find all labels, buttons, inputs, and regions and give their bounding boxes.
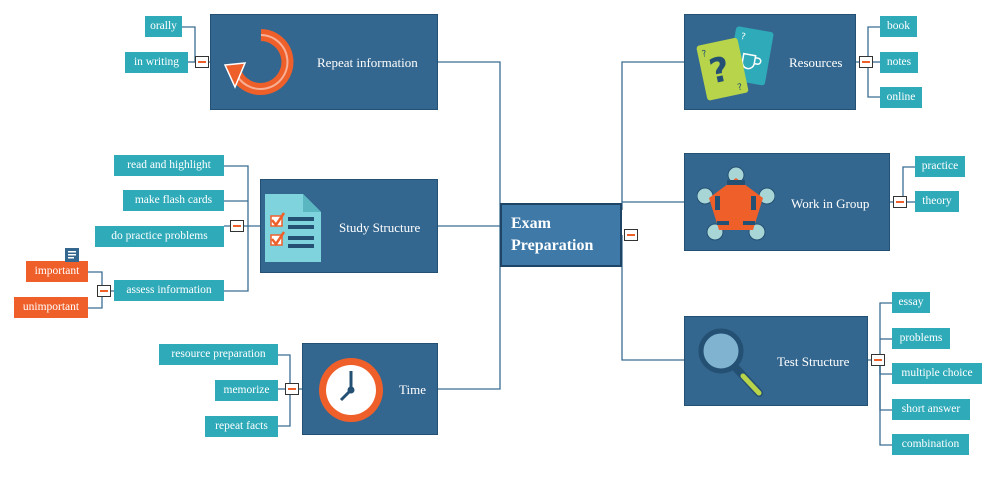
topic-resources[interactable]: ? ? ? ? Resources — [684, 14, 856, 110]
leaf-orally[interactable]: orally — [145, 16, 182, 37]
central-title-line2: Preparation — [511, 237, 594, 254]
leaf-essay[interactable]: essay — [892, 292, 930, 313]
leaf-notes[interactable]: notes — [880, 52, 918, 73]
checklist-icon — [265, 194, 321, 262]
leaf-resource-preparation[interactable]: resource preparation — [159, 344, 278, 365]
topic-label: Time — [399, 382, 426, 397]
topic-work-in-group[interactable]: Work in Group — [684, 153, 890, 251]
group-table-icon — [697, 166, 775, 241]
topic-label: Test Structure — [777, 354, 850, 369]
leaf-multiple-choice[interactable]: multiple choice — [892, 363, 982, 384]
collapse-repeat-toggle[interactable] — [195, 56, 209, 68]
leaf-online[interactable]: online — [880, 87, 922, 108]
svg-text:?: ? — [737, 82, 744, 93]
leaf-assess-information[interactable]: assess information — [114, 280, 224, 301]
leaf-in-writing[interactable]: in writing — [125, 52, 188, 73]
leaf-make-flash-cards[interactable]: make flash cards — [123, 190, 224, 211]
collapse-central-toggle[interactable] — [624, 229, 638, 241]
magnifier-icon — [698, 328, 763, 397]
svg-text:?: ? — [740, 32, 747, 43]
leaf-unimportant[interactable]: unimportant — [14, 297, 88, 318]
cards-icon: ? ? ? ? — [696, 26, 774, 101]
leaf-practice[interactable]: practice — [915, 156, 965, 177]
svg-text:?: ? — [701, 49, 708, 60]
leaf-memorize[interactable]: memorize — [215, 380, 278, 401]
collapse-test-toggle[interactable] — [871, 354, 885, 366]
leaf-combination[interactable]: combination — [892, 434, 969, 455]
topic-test-structure[interactable]: Test Structure — [684, 316, 868, 406]
central-title-line1: Exam — [511, 215, 551, 232]
topic-label: Study Structure — [339, 220, 421, 235]
clock-icon — [319, 358, 383, 422]
collapse-resources-toggle[interactable] — [859, 56, 873, 68]
leaf-do-practice-problems[interactable]: do practice problems — [95, 226, 224, 247]
collapse-assess-toggle[interactable] — [97, 285, 111, 297]
topic-repeat-information[interactable]: Repeat information — [210, 14, 438, 110]
leaf-theory[interactable]: theory — [915, 191, 959, 212]
leaf-problems[interactable]: problems — [892, 328, 950, 349]
collapse-study-toggle[interactable] — [230, 220, 244, 232]
refresh-icon — [223, 29, 294, 95]
collapse-group-toggle[interactable] — [893, 196, 907, 208]
topic-label: Work in Group — [791, 196, 870, 211]
central-topic-exam-preparation[interactable]: Exam Preparation — [500, 203, 622, 267]
leaf-read-and-highlight[interactable]: read and highlight — [114, 155, 224, 176]
topic-time[interactable]: Time — [302, 343, 438, 435]
leaf-short-answer[interactable]: short answer — [892, 399, 970, 420]
note-icon[interactable] — [64, 247, 80, 263]
leaf-book[interactable]: book — [880, 16, 917, 37]
topic-study-structure[interactable]: Study Structure — [260, 179, 438, 273]
topic-label: Repeat information — [317, 55, 418, 70]
topic-label: Resources — [789, 55, 843, 70]
leaf-important[interactable]: important — [26, 261, 88, 282]
collapse-time-toggle[interactable] — [285, 383, 299, 395]
leaf-repeat-facts[interactable]: repeat facts — [205, 416, 278, 437]
